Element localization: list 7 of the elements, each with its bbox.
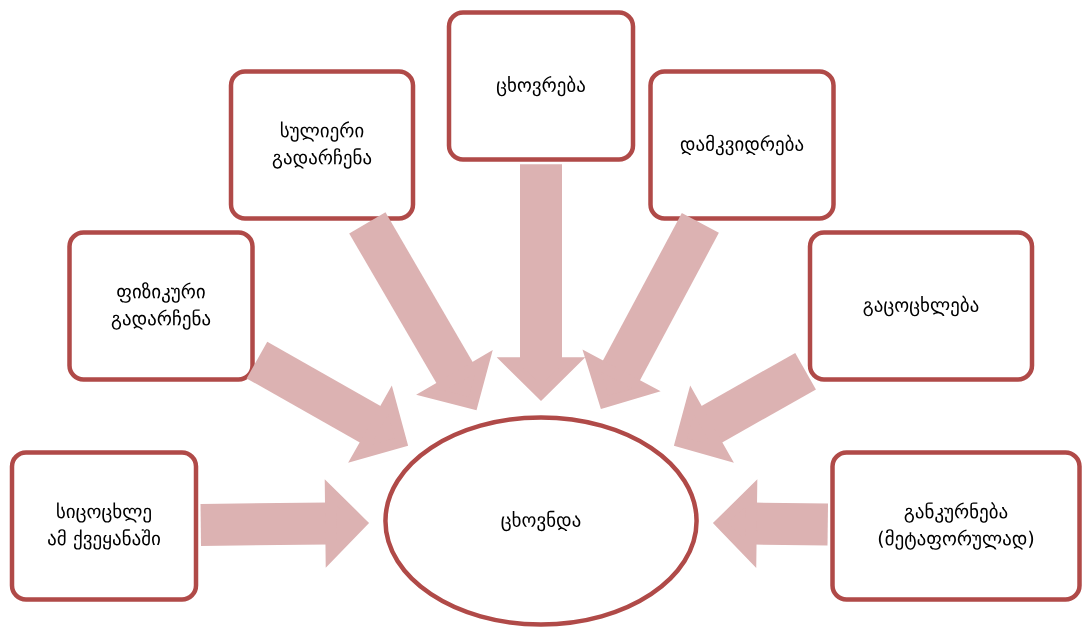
concept-box: გაცოცხლება (807, 230, 1035, 382)
concept-box: განკურნება (მეტაფორულად) (830, 450, 1082, 602)
concept-box: დამკვიდრება (648, 69, 836, 221)
concept-box: სულიერი გადარჩენა (228, 69, 416, 221)
concept-box: ფიზიკური გადარჩენა (67, 230, 255, 382)
concept-box: ცხოვრება (446, 10, 636, 162)
concept-box: სიცოცხლე ამ ქვეყანაში (9, 450, 199, 602)
